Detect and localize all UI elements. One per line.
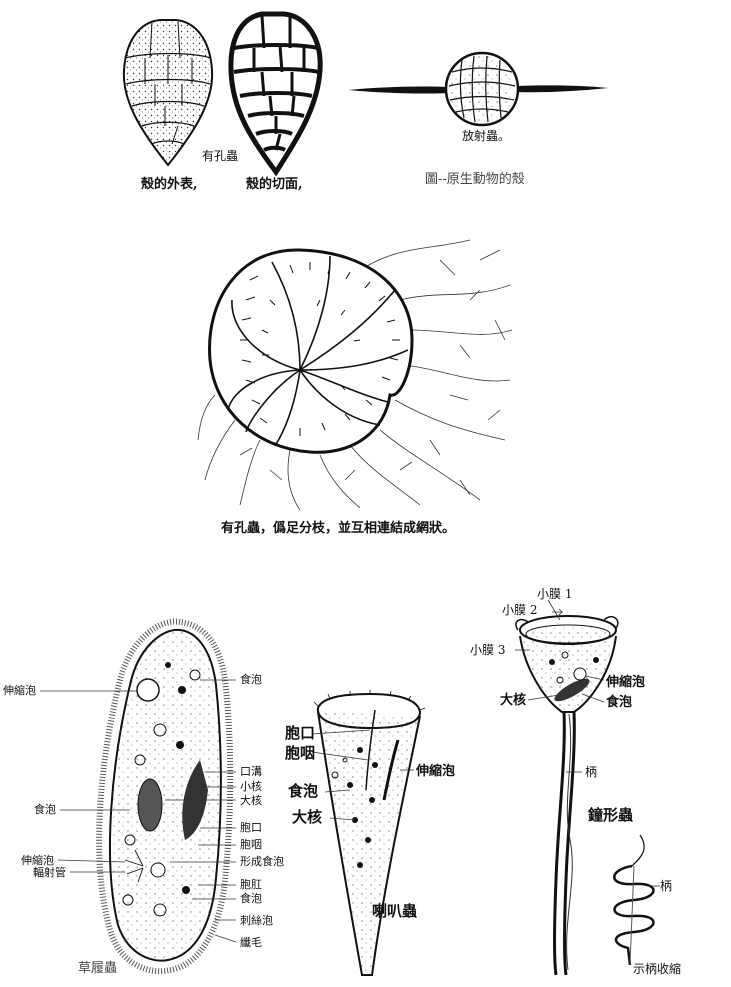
shell-exterior-label: 殼的外表, xyxy=(141,176,198,192)
vorticella-name: 鐘形蟲 xyxy=(588,806,633,824)
vorticella-label-membranelle-1: 小膜 1 xyxy=(537,587,572,601)
stentor-label-contractile-vacuole: 伸縮泡 xyxy=(415,763,455,779)
paramecium-label-oral-groove: 口溝 xyxy=(240,765,262,778)
stentor-label-food-vacuole: 食泡 xyxy=(288,782,318,800)
vorticella-label-stalk: 柄 xyxy=(585,765,597,779)
paramecium-label-food-vacuole-3: 食泡 xyxy=(240,891,262,905)
foram-pseudopodia-drawing xyxy=(197,239,513,511)
stentor-label-cytopharynx: 胞咽 xyxy=(284,744,315,762)
contracted-stalk-caption: 示柄收縮 xyxy=(633,961,681,976)
foram-pseudopodia-caption: 有孔蟲，僞足分枝，並互相連結成網狀。 xyxy=(221,520,455,536)
vorticella-label-contractile-vacuole: 伸縮泡 xyxy=(605,674,645,690)
paramecium-label-forming-food-vacuole: 形成食泡 xyxy=(240,854,284,868)
paramecium-label-micronucleus: 小核 xyxy=(240,779,262,793)
paramecium-label-trichocyst: 刺絲泡 xyxy=(240,913,273,927)
paramecium-name: 草履蟲 xyxy=(78,961,117,976)
paramecium-label-cilia: 纖毛 xyxy=(240,935,262,949)
radiolarian-drawing xyxy=(348,51,608,127)
paramecium-label-macronucleus: 大核 xyxy=(240,793,262,807)
vorticella-label-membranelle-3: 小膜 3 xyxy=(470,643,505,657)
stentor-label-macronucleus: 大核 xyxy=(292,808,322,826)
paramecium-label-food-vacuole-2: 食泡 xyxy=(34,802,56,816)
radiolarian-label: 放射蟲。 xyxy=(462,128,510,143)
stentor-label-cytostome: 胞口 xyxy=(284,724,315,742)
paramecium-label-cytostome: 胞口 xyxy=(240,821,262,834)
figure-caption: 圖--原生動物的殼 xyxy=(425,171,525,187)
stentor-name: 喇叭蟲 xyxy=(372,902,417,920)
paramecium-label-cytoproct: 胞肛 xyxy=(240,878,262,891)
stentor-drawing xyxy=(311,690,426,976)
foram-label: 有孔蟲 xyxy=(202,149,238,163)
contracted-stalk-label: 柄 xyxy=(660,879,672,893)
vorticella-label-membranelle-2: 小膜 2 xyxy=(502,603,537,617)
foram-shell-section xyxy=(228,11,323,177)
paramecium-drawing xyxy=(40,618,237,975)
paramecium-label-food-vacuole-1: 食泡 xyxy=(240,672,262,686)
vorticella-drawing xyxy=(515,599,619,976)
vorticella-label-macronucleus: 大核 xyxy=(500,692,526,708)
shell-section-label: 殼的切面, xyxy=(246,176,303,192)
paramecium-label-radial-canal: 輻射管 xyxy=(33,865,66,879)
vorticella-label-food-vacuole: 食泡 xyxy=(606,694,632,710)
paramecium-label-contractile-vacuole: 伸縮泡 xyxy=(3,683,36,697)
contracted-stalk-drawing xyxy=(613,834,660,966)
paramecium-label-contractile-vacuole-2: 伸縮泡 xyxy=(21,853,54,867)
paramecium-label-cytopharynx: 胞咽 xyxy=(240,838,262,851)
foram-shell-exterior xyxy=(122,19,214,167)
